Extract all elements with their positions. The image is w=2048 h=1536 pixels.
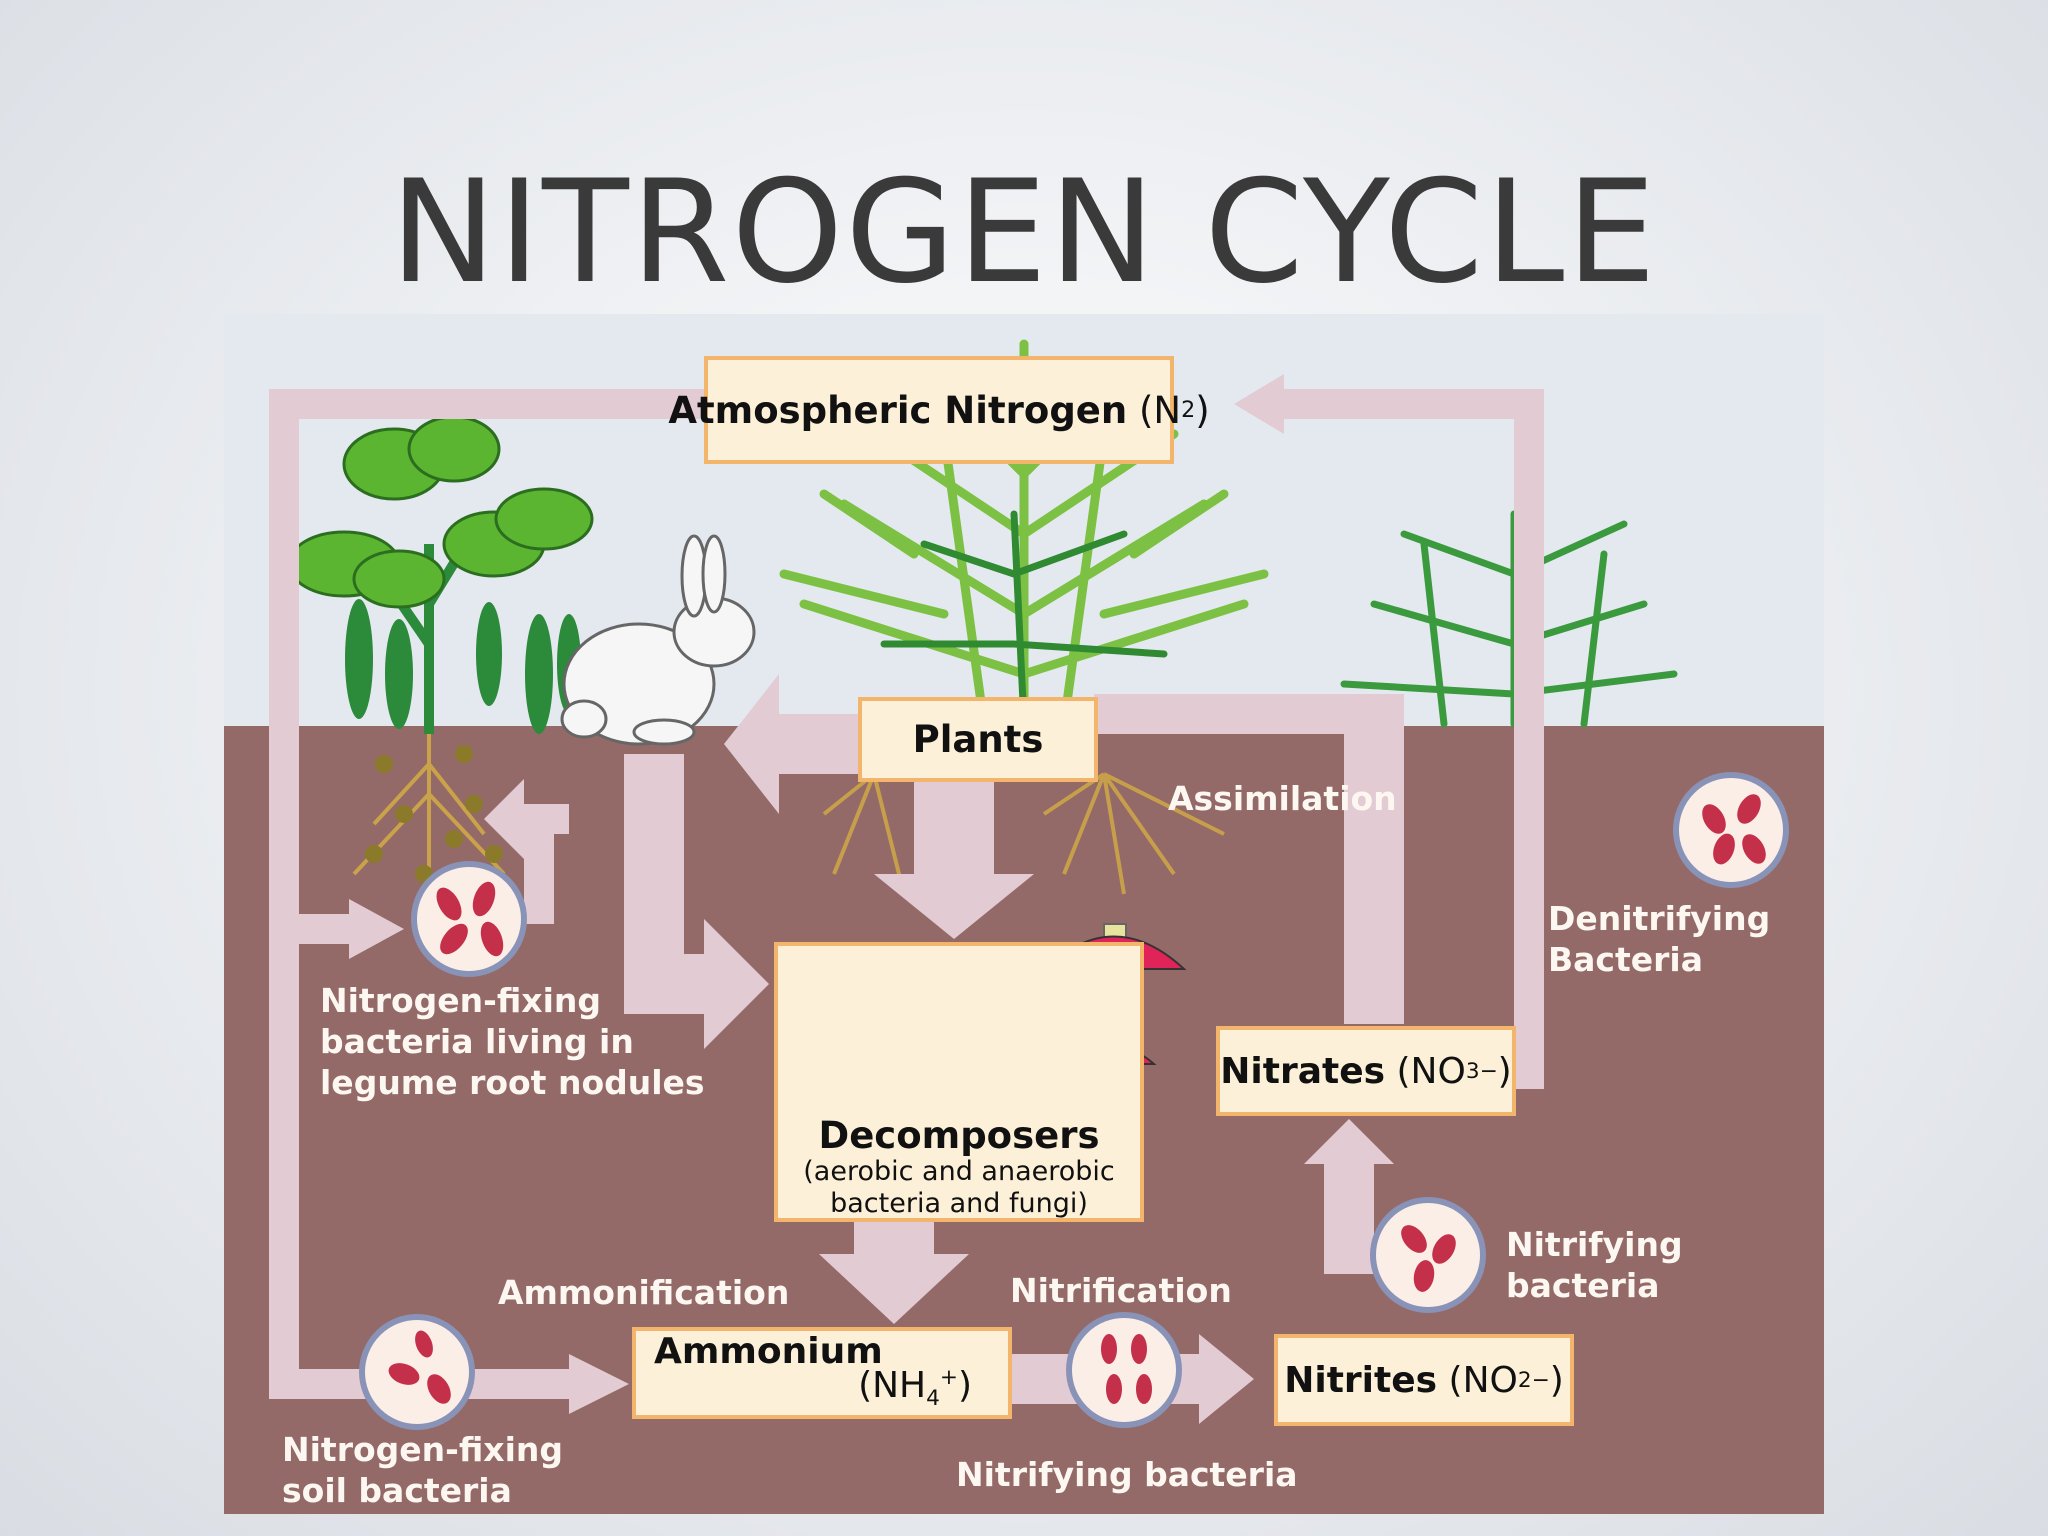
nitrites-formula: (NO (1448, 1359, 1518, 1401)
ammonium-formula-sub: 4 (926, 1386, 940, 1412)
ammonium-box: Ammonium (NH4+) (632, 1327, 1012, 1419)
nitrates-formula-close: ) (1497, 1050, 1512, 1092)
nitrates-label: Nitrates (1220, 1050, 1386, 1092)
nitrifying-right-line-2: bacteria (1506, 1266, 1660, 1305)
atmospheric-nitrogen-label: Atmospheric Nitrogen (668, 388, 1128, 432)
bacteria-soil-icon (359, 1314, 475, 1430)
nitrites-formula-sub: 2 (1517, 1367, 1532, 1393)
ammonification-label: Ammonification (498, 1273, 790, 1312)
assimilation-label: Assimilation (1168, 779, 1397, 818)
atmospheric-formula-close: ) (1195, 388, 1210, 432)
legume-bacteria-line-1: Nitrogen-fixing (320, 981, 602, 1020)
nitrites-formula-close: ) (1549, 1359, 1564, 1401)
ammonium-formula-close: ) (957, 1365, 972, 1406)
legume-bacteria-line-3: legume root nodules (320, 1063, 705, 1102)
nitrites-label: Nitrites (1284, 1359, 1438, 1401)
ammonium-formula-sup: + (939, 1365, 958, 1390)
nitrites-formula-sup: − (1531, 1367, 1550, 1393)
decomposers-line1: (aerobic and anaerobic (803, 1156, 1115, 1187)
legume-bacteria-line-2: bacteria living in (320, 1022, 634, 1061)
atmospheric-formula-sub: 2 (1181, 397, 1196, 423)
denitrifying-line-1: Denitrifying (1548, 899, 1771, 938)
legume-bacteria-label: Nitrogen-fixing bacteria living in legum… (320, 980, 705, 1103)
slide-title: NITROGEN CYCLE (389, 150, 1658, 315)
plants-box: Plants (858, 697, 1098, 782)
ammonium-label: Ammonium (654, 1331, 883, 1372)
soil-bacteria-line-1: Nitrogen-fixing (282, 1430, 564, 1469)
plants-label: Plants (912, 718, 1044, 761)
atmospheric-formula: (N (1139, 388, 1182, 432)
decomposers-label: Decomposers (818, 1114, 1100, 1157)
bacteria-nitrification-icon (1066, 1312, 1182, 1428)
nitrates-formula-sup: − (1479, 1058, 1498, 1084)
grass-plants-illustration-dark (880, 510, 1168, 728)
soil-bacteria-line-2: soil bacteria (282, 1471, 512, 1510)
decomposers-box: Decomposers (aerobic and anaerobic bacte… (774, 942, 1144, 1222)
denitrifying-bacteria-label: Denitrifying Bacteria (1548, 898, 1770, 980)
soil-bacteria-label: Nitrogen-fixing soil bacteria (282, 1429, 563, 1511)
bacteria-denitrifying-icon (1673, 772, 1789, 888)
decomposers-line2: bacteria and fungi) (830, 1188, 1088, 1219)
nitrifying-right-line-1: Nitrifying (1506, 1225, 1683, 1264)
nitrifying-bacteria-right-label: Nitrifying bacteria (1506, 1224, 1683, 1306)
nitrates-formula-sub: 3 (1465, 1058, 1480, 1084)
rabbit-illustration (560, 534, 756, 746)
nitrifying-bacteria-bottom-label: Nitrifying bacteria (956, 1455, 1298, 1494)
denitrifying-line-2: Bacteria (1548, 940, 1703, 979)
ammonium-formula-text: (NH (858, 1365, 927, 1406)
bacteria-nitrifying-right-icon (1370, 1197, 1486, 1313)
bacteria-legume-icon (411, 861, 527, 977)
ammonium-formula: (NH4+) (858, 1365, 972, 1411)
nitrates-formula: (NO (1396, 1050, 1466, 1092)
nitrification-label: Nitrification (1010, 1271, 1232, 1310)
